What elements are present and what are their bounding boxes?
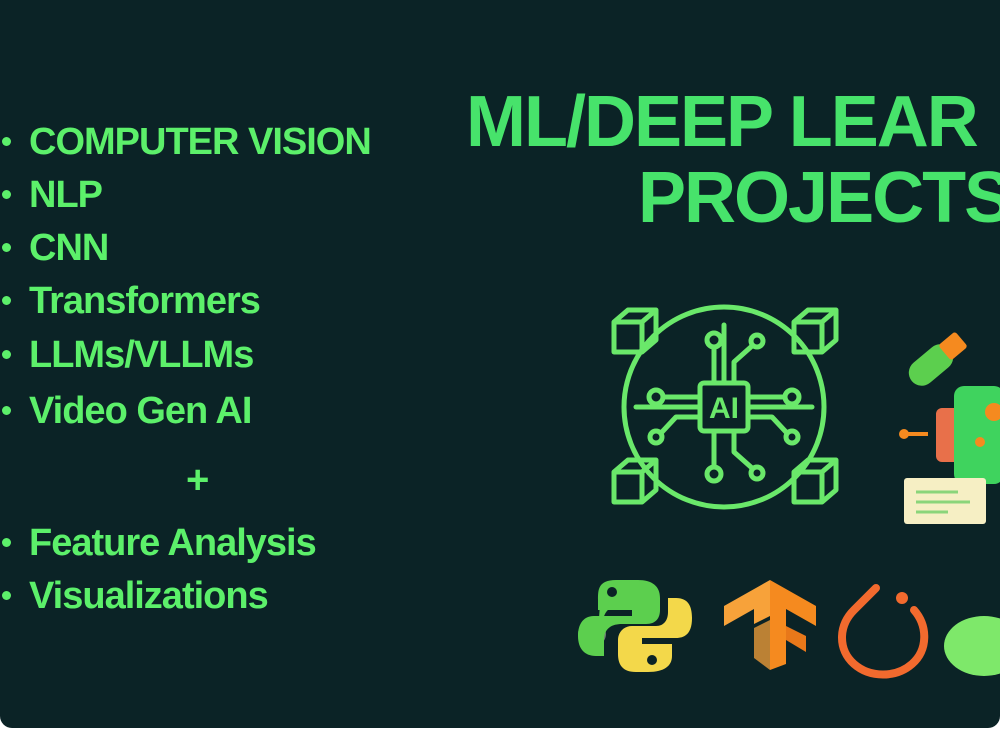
bullet-dot [2,591,11,601]
list-item-label: Video Gen AI [29,390,252,432]
bullet-dot [2,137,11,147]
plus-separator: + [186,458,210,502]
list-item: Transformers [0,277,261,325]
list-item: NLP [0,171,103,219]
robot-icon [899,332,1000,524]
bullet-dot [2,296,11,306]
list-item-label: COMPUTER VISION [29,121,372,163]
list-item: CNN [0,224,109,272]
list-item-label: Feature Analysis [29,522,317,564]
title-line-1: ML/DEEP LEAR [466,82,979,162]
list-item: Feature Analysis [0,519,317,567]
list-item-label: Transformers [29,280,261,322]
bullet-dot [2,538,11,548]
chip-label: AI [709,392,739,425]
ai-chip-icon: AI [611,304,839,510]
title-line-2: PROJECTS [638,158,1000,238]
tensorflow-logo-icon [724,580,816,670]
list-item-label: LLMs/VLLMs [29,334,254,376]
list-item-label: Visualizations [29,575,269,617]
bullet-dot [2,350,11,360]
bullet-dot [2,190,11,200]
bullet-dot [2,406,11,416]
list-item: LLMs/VLLMs [0,331,254,379]
banner-card: COMPUTER VISION NLP CNN Transformers LLM… [0,0,1000,728]
green-blob-icon [944,616,1000,676]
list-item-label: CNN [29,227,109,269]
python-logo-icon [578,580,692,672]
bullet-dot [2,243,11,253]
list-item: Visualizations [0,572,269,620]
list-item: Video Gen AI [0,387,252,435]
list-item-label: NLP [29,174,103,216]
list-item: COMPUTER VISION [0,118,372,166]
pytorch-logo-icon [838,584,929,679]
